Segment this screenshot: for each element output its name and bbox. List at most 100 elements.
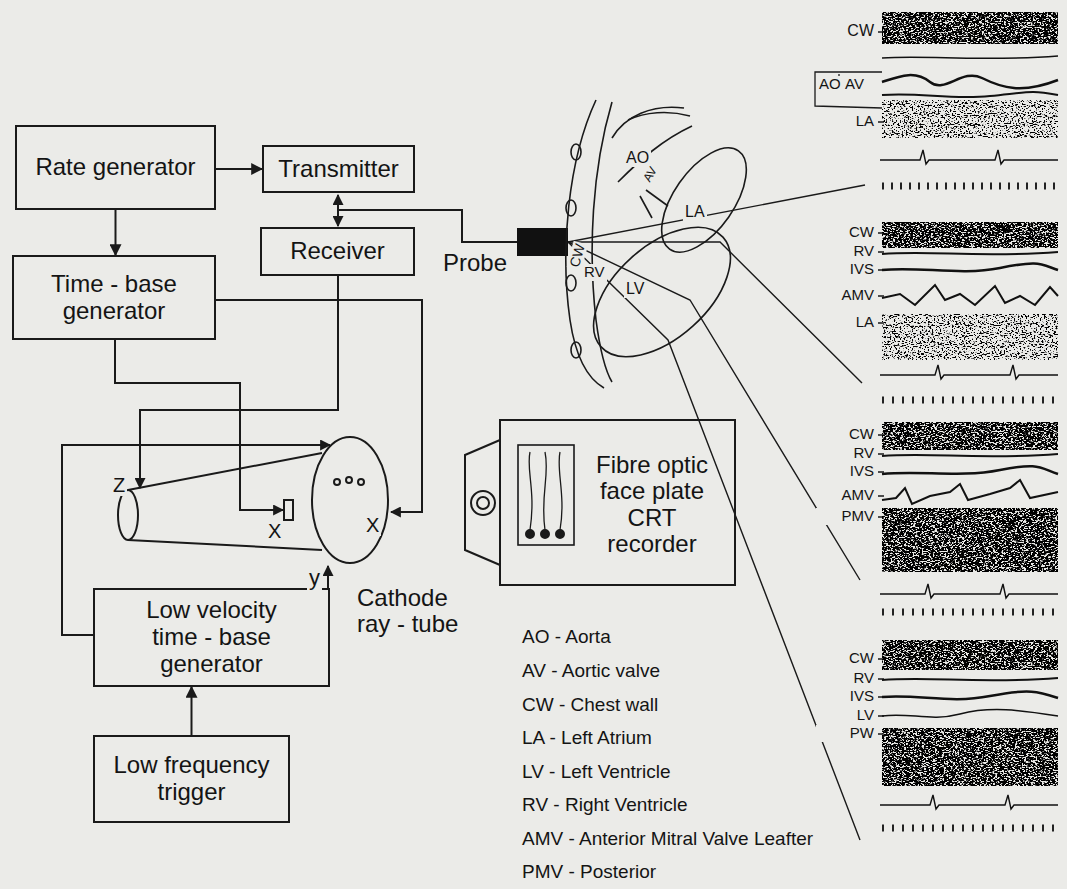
m-mode-strip [882, 183, 1058, 190]
legend-text: AO - Aorta [520, 627, 613, 648]
structure-label: CW [816, 22, 876, 40]
connector-arrow [216, 168, 262, 170]
legend-text: CW - Chest wall [520, 695, 660, 716]
cathode-ray-tube [128, 453, 322, 490]
fibre-optic-recorder [500, 420, 735, 585]
legend-text: AMV - Anterior Mitral Valve Leafter [520, 829, 815, 850]
m-mode-strip [882, 314, 1058, 360]
process-box: Transmitter [262, 145, 415, 193]
m-mode-strip [880, 795, 1058, 809]
m-mode-strip [880, 365, 1058, 379]
fibre-optic-recorder [518, 445, 574, 545]
m-mode-strip [882, 480, 1058, 504]
legend-text: LA - Left Atrium [520, 728, 654, 749]
cathode-ray-tube [334, 479, 340, 485]
fibre-optic-recorder [526, 530, 534, 538]
heart-section [566, 275, 576, 291]
structure-label: AO [817, 76, 843, 93]
m-mode-strip [882, 397, 1058, 404]
structure-label: LV [816, 707, 876, 724]
m-mode-strip [882, 508, 1058, 572]
m-mode-strip [882, 12, 1058, 44]
m-mode-strip [882, 422, 1058, 450]
box-text: Rate generator [35, 154, 195, 181]
probe-transducer [517, 228, 568, 256]
process-box: Receiver [260, 227, 415, 276]
cathode-ray-tube [312, 437, 388, 563]
connector-arrow [115, 210, 117, 255]
structure-label: CW [816, 650, 876, 667]
box-text: Low velocity time - base generator [125, 597, 298, 678]
m-mode-strip [880, 150, 1058, 164]
structure-label: CW [816, 224, 876, 241]
structure-label: RV [816, 670, 876, 687]
cathode-ray-tube [118, 437, 388, 563]
structure-label: LA [816, 113, 876, 130]
heart-section [640, 190, 668, 218]
signal-wire [337, 210, 339, 226]
m-mode-strip [882, 100, 1058, 138]
structure-label: LA [683, 203, 707, 221]
process-box: Rate generator [15, 125, 216, 210]
structure-label: AMV [816, 287, 876, 304]
m-mode-strip [882, 222, 1058, 248]
m-mode-strip [882, 678, 1058, 680]
box-text: Time - base generator [24, 271, 204, 325]
m-mode-strip [880, 422, 1058, 612]
cathode-ray-tube [284, 500, 293, 520]
heart-section [571, 144, 581, 160]
structure-label: RV [582, 264, 607, 281]
process-box: Low velocity time - base generator [93, 588, 330, 687]
box-text: Receiver [290, 238, 385, 265]
fibre-optic-recorder [471, 491, 495, 515]
structure-label: CW [816, 426, 876, 443]
beam-line [568, 242, 860, 840]
fibre-optic-recorder [465, 420, 735, 585]
m-mode-strip [880, 584, 1058, 598]
heart-section [570, 203, 753, 381]
m-mode-strip [882, 640, 1058, 670]
structure-label: IVS [816, 261, 876, 278]
m-mode-strip [880, 12, 1058, 186]
m-mode-strip [882, 466, 1058, 474]
m-mode-strip [882, 692, 1058, 700]
m-mode-strip [882, 252, 1058, 254]
signal-name: y [307, 566, 322, 590]
m-mode-strip [882, 92, 1058, 97]
cathode-ray-tube [118, 490, 138, 540]
m-mode-strip [882, 454, 1058, 456]
heart-section [566, 100, 763, 388]
process-box: Time - base generator [12, 255, 216, 340]
m-mode-strip [882, 825, 1058, 832]
fibre-optic-recorder [541, 530, 549, 538]
legend-text: PMV - Posterior [520, 862, 658, 883]
cathode-ray-tube [128, 540, 322, 550]
m-mode-strip [880, 222, 1058, 400]
heart-section [566, 200, 576, 216]
part-label: Fibre optic face plate CRT recorder [582, 452, 722, 558]
heart-section [566, 100, 604, 388]
legend-text: AV - Aortic valve [520, 661, 662, 682]
legend-text: LV - Left Ventricle [520, 762, 673, 783]
m-mode-strip [882, 609, 1058, 616]
signal-wire [337, 195, 339, 210]
m-mode-strip [882, 56, 1058, 59]
structure-label: PMV [816, 508, 876, 525]
box-text: Low frequency trigger [107, 752, 276, 806]
m-mode-strip [882, 710, 1058, 718]
fibre-optic-recorder [529, 452, 562, 530]
part-label: Probe [441, 250, 509, 276]
m-mode-strip [882, 285, 1058, 305]
fibre-optic-recorder [477, 497, 489, 509]
process-box: Low frequency trigger [93, 735, 290, 823]
box-text: Transmitter [278, 156, 398, 183]
part-label: Cathode ray - tube [355, 585, 480, 638]
structure-label: PW [816, 725, 876, 742]
m-mode-strip [882, 728, 1058, 786]
structure-label: LV [624, 280, 646, 298]
m-mode-strip [882, 75, 1058, 88]
legend-text: RV - Right Ventricle [520, 795, 689, 816]
structure-label: RV [816, 243, 876, 260]
structure-label: LA [816, 314, 876, 331]
